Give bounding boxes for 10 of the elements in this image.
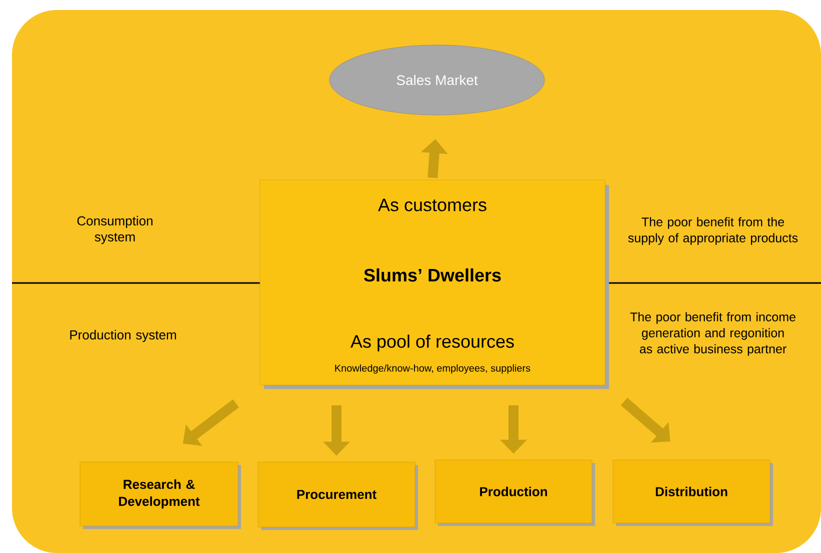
center-box: As customers Slums’ Dwellers As pool of resources Knowledge/know-how, employees, suppliers [260,180,609,389]
process-box: Distribution [612,460,773,526]
block-arrow [620,398,670,442]
side-note: Production system [70,330,176,342]
process-box: Procurement [258,462,418,530]
side-note: The poor benefit from income generation and regonition as active business partner [630,312,796,356]
side-note: The poor benefit from the supply of appropriate products [628,217,798,245]
process-box: Production [434,460,595,526]
process-box: Research & Development [80,462,241,529]
side-note: Consumption system [77,216,152,244]
